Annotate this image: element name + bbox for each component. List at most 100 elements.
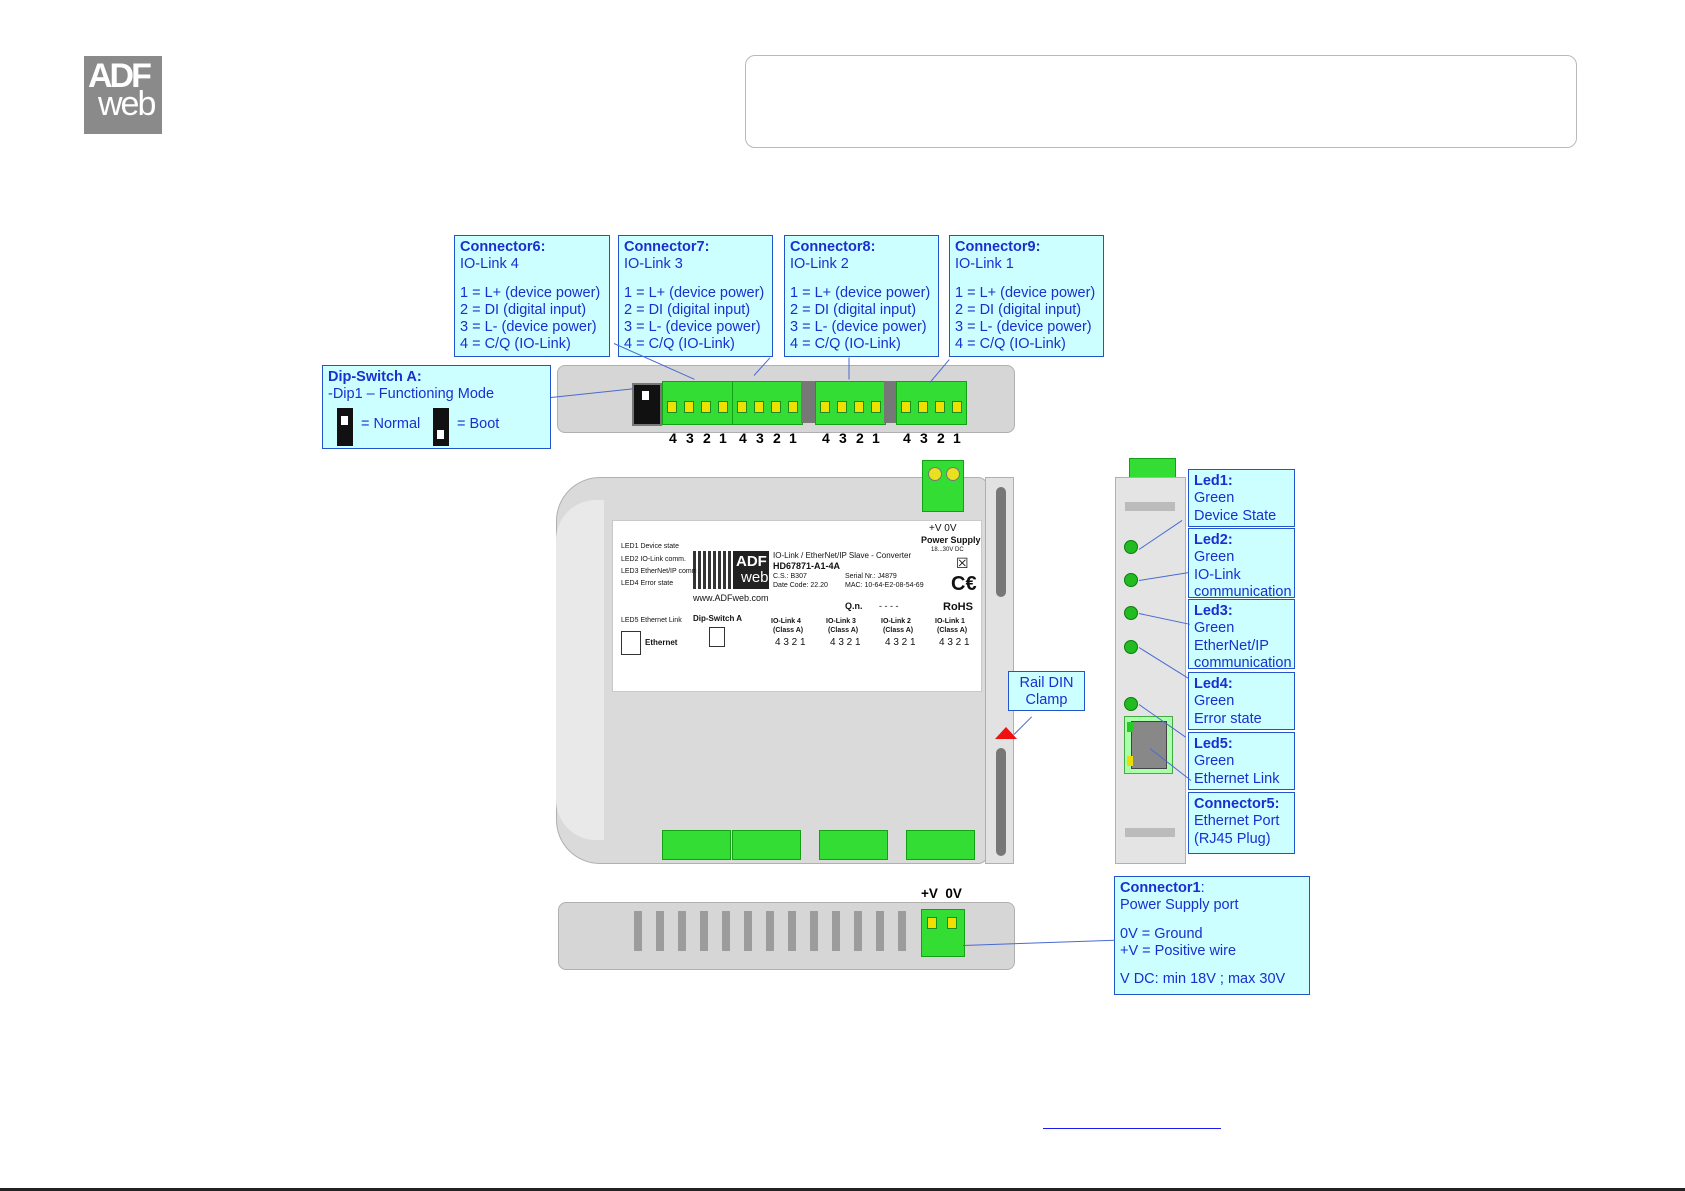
callout-line: 2 = DI (digital input) — [460, 301, 587, 318]
pin-number: 4 — [822, 430, 830, 446]
label-led3: LED3 EtherNet/IP comm. — [621, 568, 700, 575]
callout-line: 1 = L+ (device power) — [460, 284, 601, 301]
label-power-title: Power Supply — [921, 535, 981, 545]
vent-fin — [634, 911, 642, 951]
vent-fin — [854, 911, 862, 951]
rail-slot — [996, 487, 1006, 597]
callout-line: Error state — [1194, 710, 1262, 727]
bottom-connector — [819, 830, 888, 860]
vent-fin — [832, 911, 840, 951]
callout-line: Ethernet Port — [1194, 813, 1280, 830]
dip-lever — [642, 391, 649, 400]
footer-link-underline[interactable] — [1043, 1128, 1221, 1129]
device-label-panel: +V 0V Power Supply 18...30V DC LED1 Devi… — [612, 520, 982, 692]
label-port-class: (Class A) — [883, 627, 914, 634]
callout-line: 0V = Ground — [1120, 925, 1203, 942]
dip-normal-label: = Normal — [361, 416, 421, 432]
dip-boot-icon — [433, 408, 449, 446]
pin — [918, 401, 928, 413]
vent-fin — [810, 911, 818, 951]
label-led4: LED4 Error state — [621, 580, 674, 587]
callout-subtitle: -Dip1 – Functioning Mode — [328, 386, 495, 403]
callout-line: communication — [1194, 654, 1292, 671]
pin — [854, 401, 864, 413]
pin — [837, 401, 847, 413]
callout-line: Clamp — [1025, 692, 1068, 709]
screw — [946, 467, 960, 481]
label-led2: LED2 IO-Link comm. — [621, 556, 686, 563]
pin-number: 3 — [756, 430, 764, 446]
pin — [718, 401, 728, 413]
bottom-connector — [732, 830, 801, 860]
callout-line: 4 = C/Q (IO-Link) — [790, 336, 901, 353]
callout-line: 4 = C/Q (IO-Link) — [624, 336, 735, 353]
callout-led5: Led5: Green Ethernet Link — [1188, 732, 1295, 790]
callout-line: 3 = L- (device power) — [460, 319, 597, 336]
vent-fin — [788, 911, 796, 951]
pin — [820, 401, 830, 413]
pin-number: 4 — [669, 430, 677, 446]
callout-subtitle: IO-Link 1 — [955, 256, 1014, 273]
label-qn: Q.n. — [845, 601, 863, 611]
callout-title: Connector9: — [955, 239, 1041, 255]
pin-number: 4 — [739, 430, 747, 446]
callout-connector9: Connector9: IO-Link 1 1 = L+ (device pow… — [949, 235, 1104, 357]
label-serial: Serial Nr.: J4879 — [845, 573, 897, 580]
side-vent-bottom — [1125, 828, 1175, 837]
vent-fin — [678, 911, 686, 951]
dip-normal-icon — [337, 408, 353, 446]
callout-line: (RJ45 Plug) — [1194, 830, 1271, 847]
pin — [771, 401, 781, 413]
front-view-left-clip — [556, 500, 604, 840]
callout-line: Device State — [1194, 507, 1277, 524]
callout-footer: V DC: min 18V ; max 30V — [1120, 971, 1286, 988]
label-port-name: IO-Link 1 — [935, 618, 965, 625]
label-led5: LED5 Ethernet Link — [621, 617, 682, 624]
pin-number: 3 — [920, 430, 928, 446]
callout-line: 3 = L- (device power) — [955, 319, 1092, 336]
label-website: www.ADFweb.com — [693, 593, 769, 603]
bottom-connector — [906, 830, 975, 860]
top-view-dipswitch — [632, 383, 662, 426]
callout-subtitle: IO-Link 3 — [624, 256, 683, 273]
label-port-name: IO-Link 3 — [826, 618, 856, 625]
bottom-power-label: +V 0V — [921, 886, 962, 901]
vent-fin — [876, 911, 884, 951]
pin-number: 1 — [719, 430, 727, 446]
callout-line: Green — [1194, 620, 1235, 637]
pin — [871, 401, 881, 413]
callout-line: Green — [1194, 490, 1235, 507]
label-ethernet: Ethernet — [645, 638, 678, 647]
callout-line: 4 = C/Q (IO-Link) — [955, 336, 1066, 353]
pin-number: 2 — [856, 430, 864, 446]
logo-text-adf: ADF — [88, 57, 152, 95]
callout-line: EtherNet/IP — [1194, 637, 1269, 654]
callout-subtitle: IO-Link 2 — [790, 256, 849, 273]
label-power-range: 18...30V DC — [931, 547, 964, 553]
label-port-pins: 4 3 2 1 — [939, 637, 970, 648]
led4-indicator — [1124, 640, 1138, 654]
callout-line: 2 = DI (digital input) — [790, 301, 917, 318]
callout-line: 1 = L+ (device power) — [955, 284, 1096, 301]
callout-title: Connector5: — [1194, 796, 1280, 812]
pin — [788, 401, 798, 413]
callout-line: Green — [1194, 753, 1235, 770]
rj45-led-green — [1127, 722, 1133, 732]
callout-line: 1 = L+ (device power) — [790, 284, 931, 301]
dip-boot-label: = Boot — [457, 416, 500, 432]
pin-number: 2 — [703, 430, 711, 446]
label-port-name: IO-Link 4 — [771, 618, 801, 625]
vent-fin — [722, 911, 730, 951]
pin-number: 2 — [773, 430, 781, 446]
front-power-connector — [922, 460, 964, 512]
leader-line — [848, 357, 850, 380]
callout-line: 3 = L- (device power) — [790, 319, 927, 336]
pin — [901, 401, 911, 413]
dip-boot-lever — [437, 430, 444, 439]
label-logo-web: web — [741, 569, 769, 586]
dip-normal-lever — [341, 416, 348, 425]
pin — [701, 401, 711, 413]
led1-indicator — [1124, 540, 1138, 554]
pin-number: 1 — [953, 430, 961, 446]
rail-slot — [996, 748, 1006, 856]
